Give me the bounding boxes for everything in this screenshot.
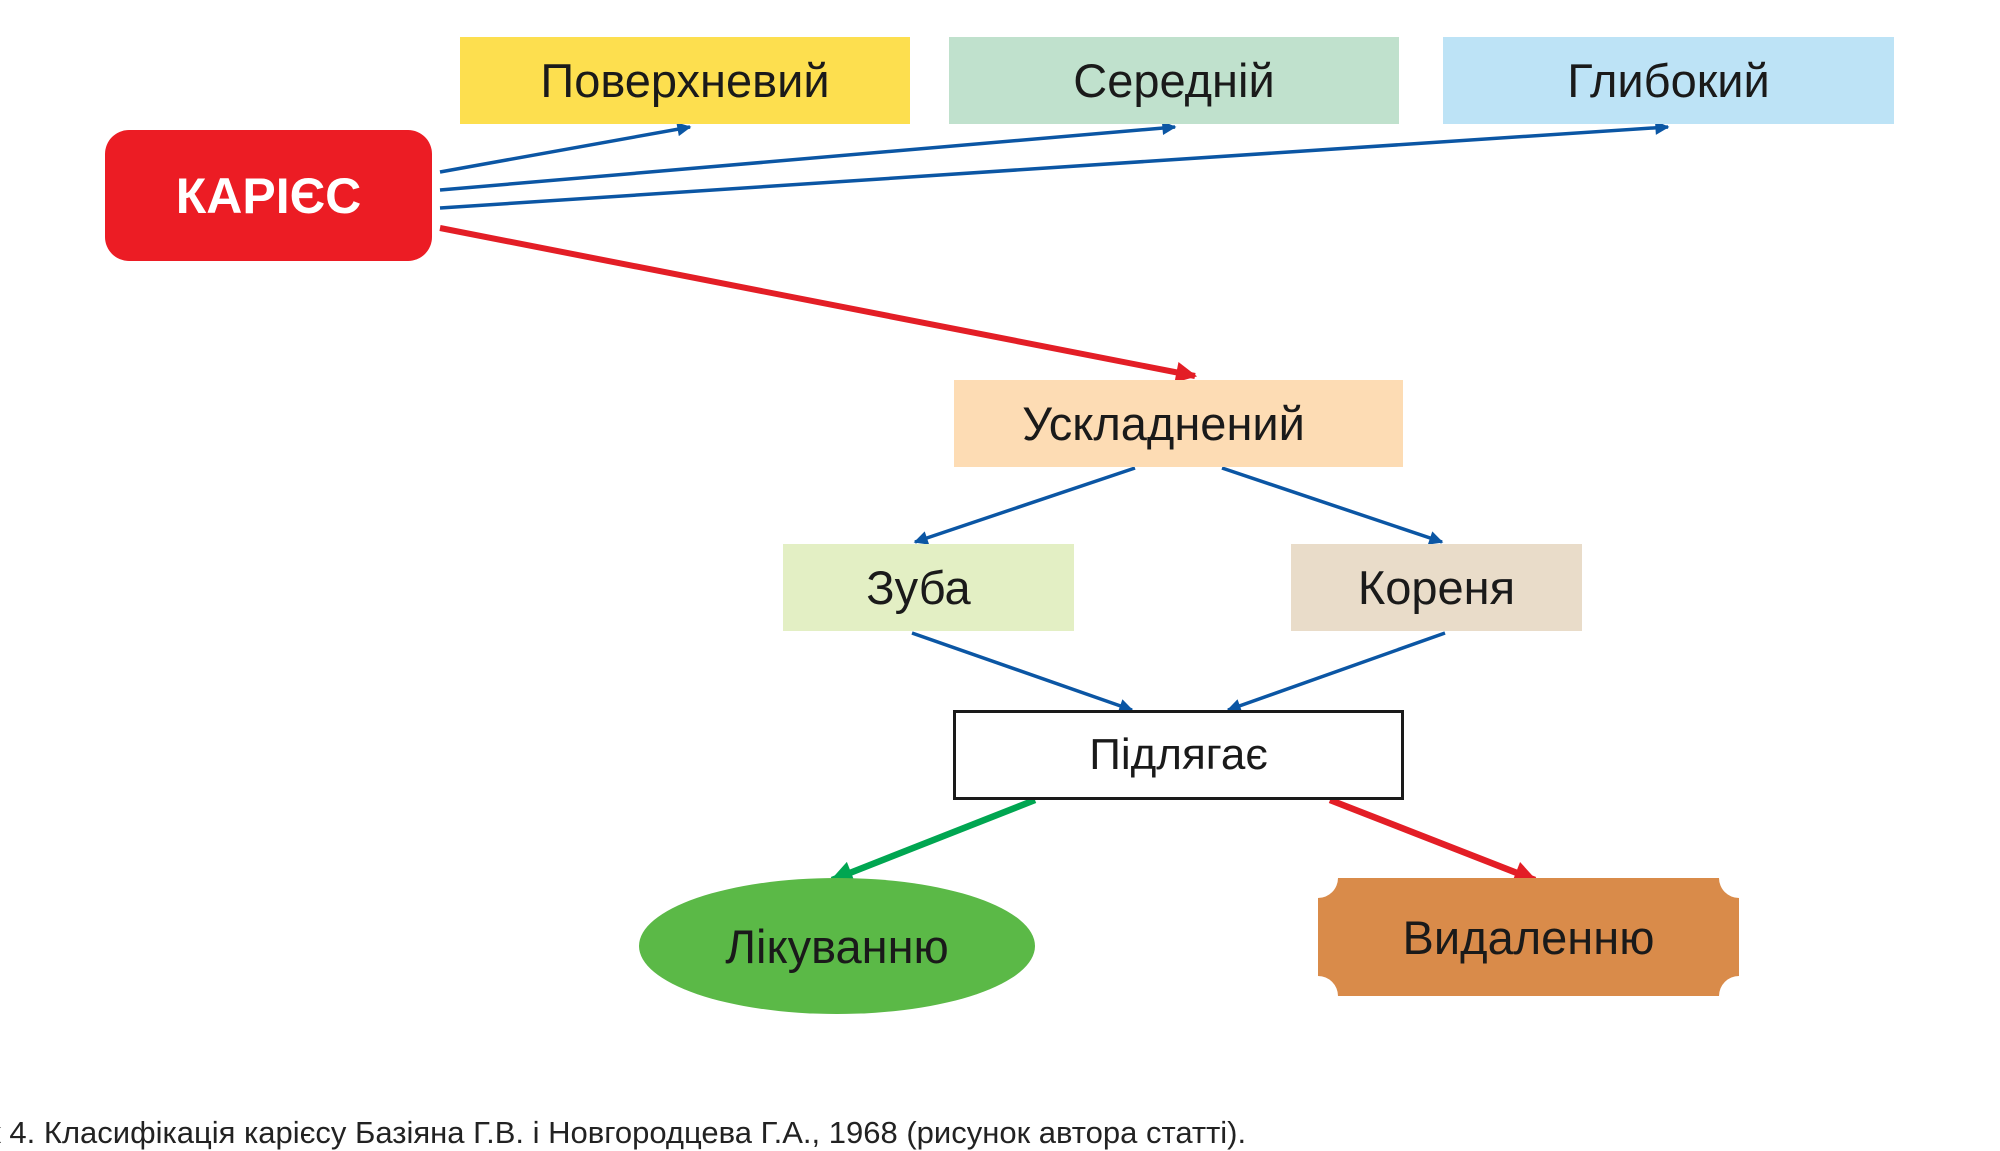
arrow-caries-to-surface xyxy=(439,122,692,174)
subject-to-label: Підлягає xyxy=(1089,730,1268,779)
tooth-node: Зуба xyxy=(783,544,1074,631)
arrow-subject-to-removal xyxy=(1328,796,1538,884)
arrow-caries-to-deep xyxy=(439,120,1670,210)
surface-label: Поверхневий xyxy=(540,54,830,107)
removal-label: Видаленню xyxy=(1402,910,1655,964)
removal-node-shape xyxy=(1318,878,1739,996)
arrow-complicated-to-root xyxy=(1221,466,1444,545)
treatment-node-shape xyxy=(639,878,1035,1014)
arrow-complicated-to-tooth xyxy=(913,466,1136,545)
treatment-node: Лікуванню xyxy=(639,878,1035,1014)
subject-to-node: Підлягає xyxy=(953,710,1404,800)
figure-caption: ок 4. Класифікація карієсу Базіяна Г.В. … xyxy=(0,1115,1247,1150)
root-label: Кореня xyxy=(1357,561,1516,614)
complicated-label: Ускладнений xyxy=(1022,397,1305,450)
treatment-label: Лікуванню xyxy=(725,919,949,973)
caries-label: КАРІЄС xyxy=(175,167,362,224)
root-node: Кореня xyxy=(1291,544,1582,631)
arrow-subject-to-treatment xyxy=(829,796,1037,884)
arrow-caries-to-medium xyxy=(439,121,1177,192)
deep-node: Глибокий xyxy=(1443,37,1894,124)
removal-node: Видаленню xyxy=(1318,878,1739,996)
medium-label: Середній xyxy=(1073,54,1275,107)
complicated-node: Ускладнений xyxy=(954,380,1403,467)
caries-node: КАРІЄС xyxy=(105,130,432,261)
surface-node: Поверхневий xyxy=(460,37,910,124)
arrow-caries-to-complicated xyxy=(439,225,1198,383)
arrow-tooth-to-subject xyxy=(911,631,1134,713)
deep-label: Глибокий xyxy=(1567,54,1770,107)
tooth-label: Зуба xyxy=(866,561,971,614)
arrow-root-to-subject xyxy=(1226,631,1446,713)
medium-node: Середній xyxy=(949,37,1399,124)
